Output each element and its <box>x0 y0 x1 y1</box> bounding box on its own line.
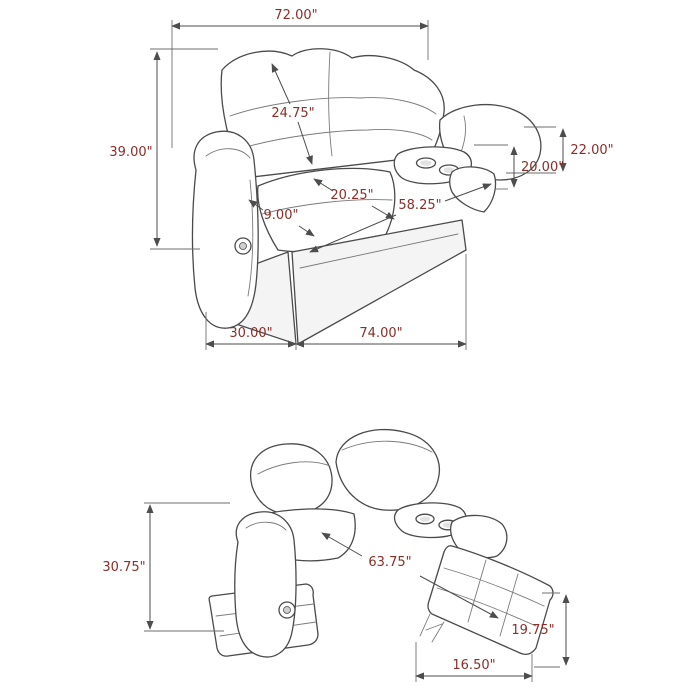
dimension-arrow <box>444 183 492 202</box>
headrest-seam <box>229 97 437 117</box>
lumbar-seam <box>235 129 433 151</box>
dim-label-overall-height: 39.00" <box>109 145 152 160</box>
dimension-arrow <box>297 121 313 165</box>
base-front <box>291 219 467 345</box>
reclined-right-backrest <box>335 428 440 511</box>
dimension-arrow <box>248 199 264 211</box>
dim-label-overall-width: 72.00" <box>274 8 317 23</box>
dim-label-base-depth: 30.00" <box>229 326 272 341</box>
dimension-arrow <box>371 205 395 220</box>
extended-legrest <box>427 545 554 655</box>
dim-label-reclined-back-height: 30.75" <box>102 560 145 575</box>
reclined-power-button-inner <box>283 606 291 614</box>
dimension-arrow <box>298 225 315 237</box>
legrest-seam-lengthwise-1 <box>443 567 545 607</box>
dim-overall-height: 39.00" <box>109 48 218 250</box>
left-armrest-front-seam <box>247 179 254 297</box>
reclined-sofa-drawing <box>208 428 554 658</box>
dim-seat-depth: 20.25" <box>313 178 395 220</box>
reclined-right-headrest-seam <box>341 440 433 453</box>
dim-label-base-width: 74.00" <box>359 326 402 341</box>
backrest-center-seam <box>328 51 333 157</box>
dim-back-cushion-height: 24.75" <box>271 63 315 165</box>
dim-interior-seating-width: 58.25" <box>309 183 492 253</box>
dim-label-footrest-height: 19.75" <box>511 623 554 638</box>
seat-cushion-seam <box>261 199 393 215</box>
base-front-seam <box>299 233 459 269</box>
right-seat-cushion <box>449 166 497 213</box>
reclined-left-headrest-seam <box>257 461 331 475</box>
reclined-left-armrest-seam <box>245 521 287 531</box>
dim-footrest-height: 19.75" <box>511 592 570 668</box>
dimension-arrow <box>309 214 397 253</box>
dim-label-back-cushion-height: 24.75" <box>271 106 314 121</box>
dim-label-reclined-overall-length: 63.75" <box>368 555 411 570</box>
dim-base-width: 74.00" <box>295 254 467 350</box>
dim-label-footrest-length: 16.50" <box>452 658 495 673</box>
dim-footrest-length: 16.50" <box>415 642 533 682</box>
dim-overall-width: 72.00" <box>171 8 429 148</box>
left-armrest <box>191 130 259 329</box>
cupholder-left-inner <box>420 160 432 166</box>
recliner-power-button-inner <box>239 242 247 250</box>
left-armrest-top-seam <box>205 148 251 159</box>
dim-label-console-height: 20.00" <box>521 160 564 175</box>
reclined-cupholder-left-inner <box>419 516 431 522</box>
dimension-arrow <box>321 532 363 557</box>
recliner-mechanism <box>419 613 445 643</box>
dim-console-width: 9.00" <box>248 199 315 237</box>
dim-label-arm-height: 22.00" <box>570 143 613 158</box>
reclined-left-backrest <box>250 443 333 515</box>
dim-reclined-overall-length: 63.75" <box>321 532 499 619</box>
dimension-arrow <box>271 63 291 105</box>
dim-reclined-back-height: 30.75" <box>102 502 230 632</box>
reclined-right-armrest <box>450 514 508 559</box>
dim-base-depth: 30.00" <box>205 312 297 350</box>
upright-sofa-drawing <box>191 48 542 345</box>
legrest-seam-crosswise-2 <box>499 573 519 637</box>
dim-console-height: 20.00" <box>474 144 564 190</box>
dim-label-console-width: 9.00" <box>264 208 299 223</box>
dim-label-interior-seating-width: 58.25" <box>398 198 441 213</box>
reclined-left-armrest <box>234 511 297 658</box>
legrest-seam-crosswise-1 <box>467 559 487 623</box>
dimension-arrow <box>419 575 499 619</box>
dim-label-seat-depth: 20.25" <box>330 188 373 203</box>
dimension-arrow <box>313 178 334 192</box>
